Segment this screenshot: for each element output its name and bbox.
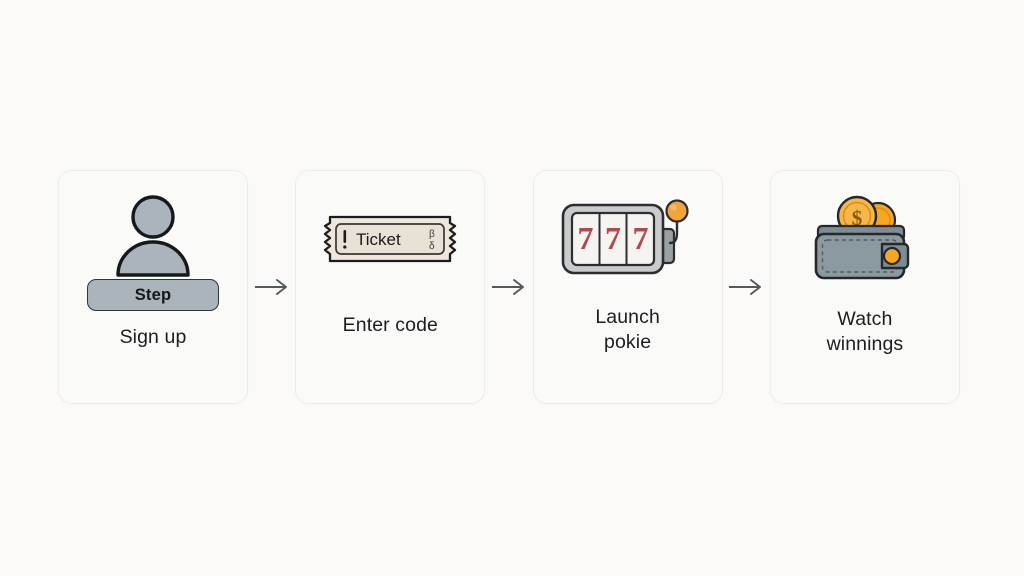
step-label-launch-pokie: Launch pokie <box>595 306 660 353</box>
arrow-right-icon-1 <box>249 170 295 404</box>
svg-text:δ: δ <box>429 241 435 252</box>
step-card-launch-pokie[interactable]: 7 7 7 Launch pokie <box>532 170 723 404</box>
step-card-sign-up[interactable]: Step Sign up <box>58 170 248 404</box>
ticket-icon: Ticket β δ <box>316 211 464 272</box>
reel-symbol-3: 7 <box>632 220 648 256</box>
step-icon-zone: 7 7 7 <box>534 171 722 307</box>
coin-symbol: $ <box>852 206 863 230</box>
step-icon-zone: Ticket β δ <box>296 171 484 307</box>
reel-symbol-1: 7 <box>577 220 593 256</box>
user-avatar-icon <box>112 193 194 277</box>
step-icon-zone: $ <box>771 171 959 307</box>
step-card-watch-winnings[interactable]: $ Watch winnings <box>769 170 960 404</box>
steps-row: Step Sign up <box>58 170 960 404</box>
step-label-sign-up: Sign up <box>119 326 187 348</box>
arrow-right-icon-2 <box>486 170 532 404</box>
step-label-enter-code: Enter code <box>342 314 438 336</box>
arrow-right-icon-3 <box>723 170 769 404</box>
step-card-enter-code[interactable]: Ticket β δ Enter code <box>295 170 486 404</box>
step-label-watch-winnings: Watch winnings <box>826 308 904 355</box>
svg-text:β: β <box>429 229 435 240</box>
slot-machine-icon: 7 7 7 <box>557 197 699 286</box>
step-button-label: Step <box>134 285 172 304</box>
step-button[interactable]: Step <box>87 279 219 311</box>
reel-symbol-2: 7 <box>605 220 621 256</box>
ticket-text: Ticket <box>356 230 401 249</box>
wallet-with-coins-icon: $ <box>810 194 920 289</box>
step-icon-zone: Step <box>59 171 247 311</box>
